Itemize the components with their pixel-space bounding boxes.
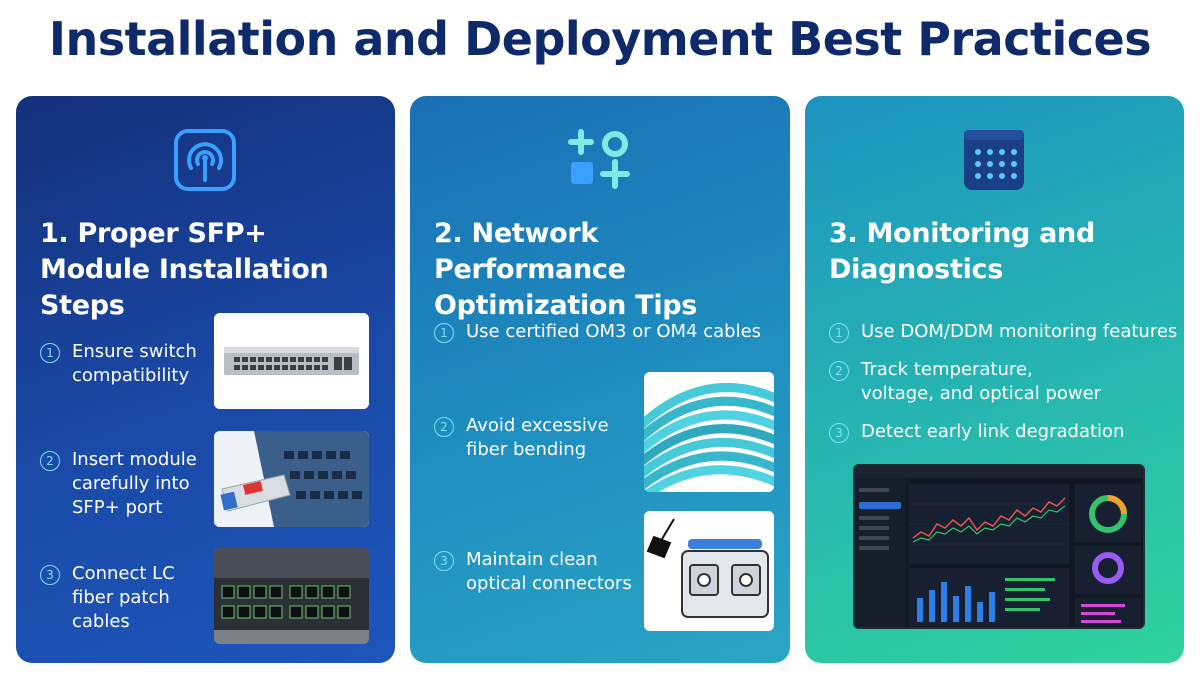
step-number: 2 bbox=[434, 417, 454, 437]
patch-panel-image bbox=[214, 548, 369, 644]
list-item: 2 Insert module carefully into SFP+ port bbox=[40, 448, 210, 520]
step-number: 2 bbox=[40, 451, 60, 471]
card-heading: 2. Network Performance Optimization Tips bbox=[434, 218, 698, 321]
dashboard-screenshot bbox=[853, 464, 1145, 629]
dot-grid-icon bbox=[964, 130, 1024, 190]
connector-cleaning-image bbox=[644, 511, 774, 631]
step-text: Ensure switch compatibility bbox=[72, 341, 197, 386]
list-item: 2 Track temperature, voltage, and optica… bbox=[829, 358, 1109, 406]
switch-image bbox=[214, 313, 369, 409]
list-item: 3 Maintain clean optical connectors bbox=[434, 548, 654, 596]
step-number: 3 bbox=[434, 551, 454, 571]
sfp-module-image bbox=[214, 431, 369, 527]
card-optimization: 2. Network Performance Optimization Tips… bbox=[410, 96, 790, 663]
step-text: Insert module carefully into SFP+ port bbox=[72, 449, 197, 518]
fiber-cable-image bbox=[644, 372, 774, 492]
step-text: Use DOM/DDM monitoring features bbox=[861, 321, 1178, 342]
step-number: 1 bbox=[434, 323, 454, 343]
step-text: Connect LC fiber patch cables bbox=[72, 563, 175, 632]
wireless-signal-icon bbox=[174, 129, 236, 191]
page-title: Installation and Deployment Best Practic… bbox=[48, 12, 1152, 66]
step-number: 3 bbox=[40, 565, 60, 585]
step-number: 1 bbox=[40, 343, 60, 363]
card-installation: 1. Proper SFP+ Module Installation Steps… bbox=[16, 96, 395, 663]
list-item: 3 Connect LC fiber patch cables bbox=[40, 562, 210, 634]
step-text: Avoid excessive fiber bending bbox=[466, 415, 609, 460]
shapes-plus-icon bbox=[568, 129, 630, 189]
step-text: Detect early link degradation bbox=[861, 421, 1125, 442]
card-monitoring: 3. Monitoring and Diagnostics 1 Use DOM/… bbox=[805, 96, 1184, 663]
card-heading: 1. Proper SFP+ Module Installation Steps bbox=[40, 218, 329, 321]
step-number: 3 bbox=[829, 423, 849, 443]
step-text: Track temperature, voltage, and optical … bbox=[861, 359, 1102, 404]
list-item: 1 Use certified OM3 or OM4 cables bbox=[434, 320, 774, 344]
list-item: 1 Ensure switch compatibility bbox=[40, 340, 210, 388]
step-number: 2 bbox=[829, 361, 849, 381]
step-text: Maintain clean optical connectors bbox=[466, 549, 632, 594]
step-number: 1 bbox=[829, 323, 849, 343]
step-text: Use certified OM3 or OM4 cables bbox=[466, 321, 762, 342]
card-heading: 3. Monitoring and Diagnostics bbox=[829, 218, 1095, 285]
list-item: 3 Detect early link degradation bbox=[829, 420, 1169, 444]
list-item: 1 Use DOM/DDM monitoring features bbox=[829, 320, 1179, 344]
list-item: 2 Avoid excessive fiber bending bbox=[434, 414, 624, 462]
